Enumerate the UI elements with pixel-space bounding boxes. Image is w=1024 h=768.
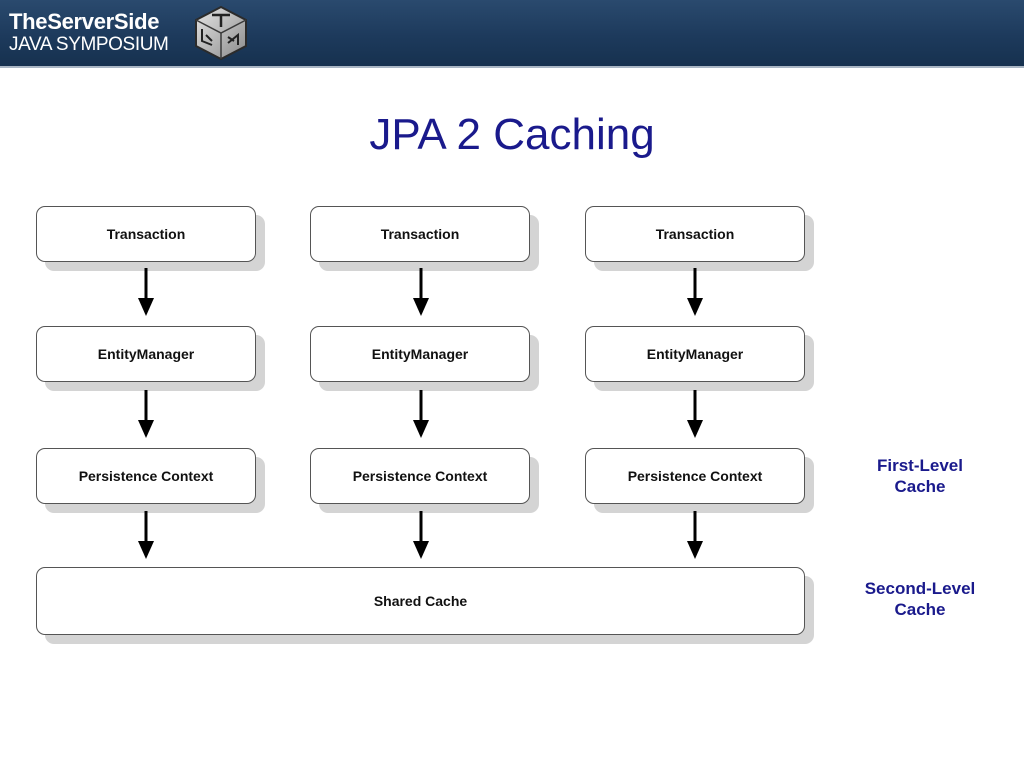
arrow-down-icon (413, 268, 429, 316)
entitymanager-box-3: EntityManager (585, 326, 805, 382)
header-bar: TheServerSide JAVA SYMPOSIUM (0, 0, 1024, 68)
second-level-cache-label: Second-Level Cache (864, 579, 976, 619)
arrow-down-icon (687, 511, 703, 559)
entitymanager-box-2: EntityManager (310, 326, 530, 382)
slide-title: JPA 2 Caching (369, 110, 655, 159)
transaction-box-3: Transaction (585, 206, 805, 262)
arrow-down-icon (138, 511, 154, 559)
arrow-down-icon (138, 390, 154, 438)
entitymanager-box-1: EntityManager (36, 326, 256, 382)
cube-logo-icon (195, 5, 247, 61)
brand-subtitle: JAVA SYMPOSIUM (9, 34, 169, 55)
arrow-down-icon (687, 268, 703, 316)
arrow-down-icon (413, 390, 429, 438)
first-level-cache-label: First-Level Cache (877, 456, 963, 496)
transaction-box-2: Transaction (310, 206, 530, 262)
brand-name: TheServerSide (9, 9, 160, 34)
persistence-context-box-2: Persistence Context (310, 448, 530, 504)
arrow-down-icon (413, 511, 429, 559)
persistence-context-box-1: Persistence Context (36, 448, 256, 504)
arrow-down-icon (138, 268, 154, 316)
arrow-down-icon (687, 390, 703, 438)
transaction-box-1: Transaction (36, 206, 256, 262)
shared-cache-box: Shared Cache (36, 567, 805, 635)
persistence-context-box-3: Persistence Context (585, 448, 805, 504)
